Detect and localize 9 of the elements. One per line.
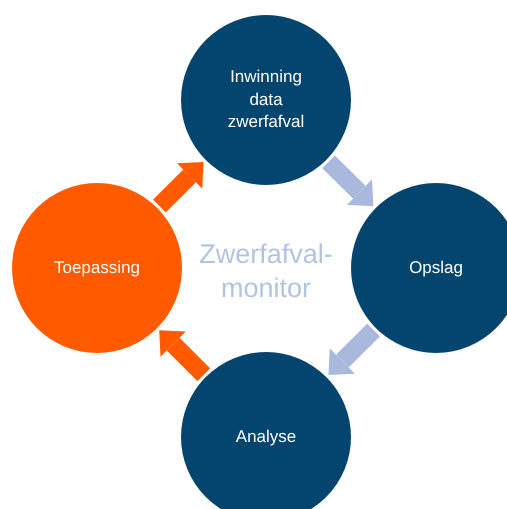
circle-label: Inwinning data zwerfafval	[226, 66, 306, 134]
arrow	[153, 162, 204, 212]
circle-label: Analyse	[236, 426, 296, 448]
center-title: Zwerfafval-monitor	[198, 238, 334, 305]
arrow	[322, 155, 374, 206]
circle-label: Opslag	[409, 256, 463, 279]
arrow	[159, 330, 210, 382]
arrow	[328, 324, 380, 375]
circle-label: Toepassing	[54, 256, 140, 279]
